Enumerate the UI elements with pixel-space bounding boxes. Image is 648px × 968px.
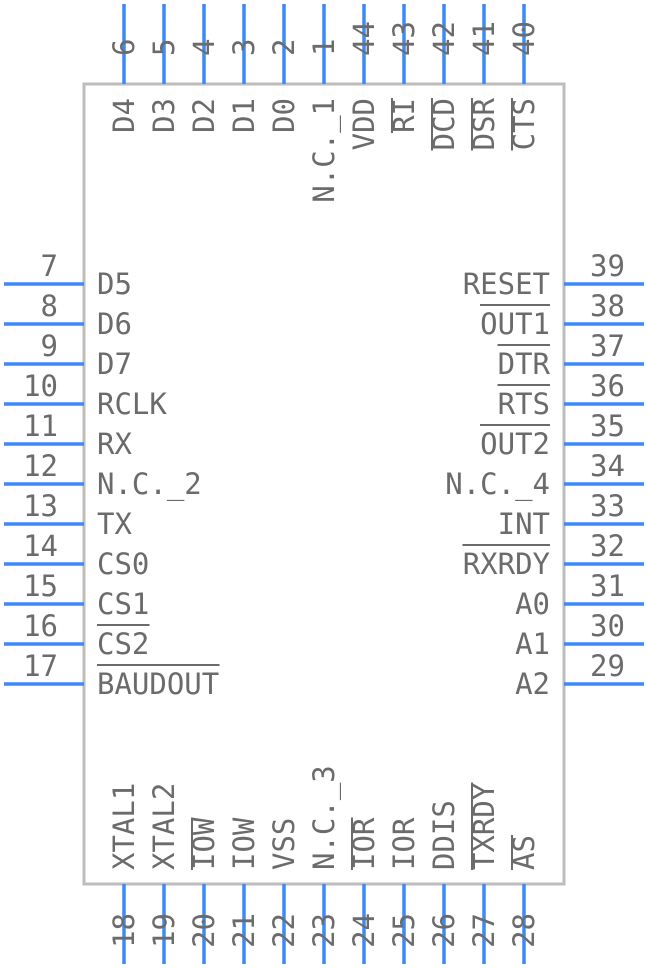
pin-27-number: 27 — [467, 913, 501, 948]
pin-21-number: 21 — [227, 913, 261, 948]
pin-29-label: A2 — [515, 667, 550, 701]
pin-23-number: 23 — [307, 913, 341, 948]
pin-19-label: XTAL2 — [147, 783, 181, 870]
pin-16-number: 16 — [23, 609, 58, 643]
pin-41-number: 41 — [467, 21, 501, 56]
pins-layer: 6D45D34D23D12D01N.C._144VDD43RI42DCD41DS… — [4, 4, 644, 964]
pin-30-number: 30 — [590, 609, 625, 643]
pin-17-label: BAUDOUT — [97, 667, 219, 701]
pin-14-label: CS0 — [97, 547, 149, 581]
pin-1-label: N.C._1 — [307, 98, 342, 203]
pin-33-label: INT — [498, 507, 550, 541]
pin-35-label: OUT2 — [480, 427, 550, 461]
pin-16-label: CS2 — [97, 627, 149, 661]
pin-38-label: OUT1 — [480, 307, 550, 341]
pin-37-number: 37 — [590, 329, 625, 363]
pin-18-number: 18 — [107, 913, 141, 948]
pin-39-number: 39 — [590, 249, 625, 283]
pin-17-number: 17 — [23, 649, 58, 683]
pin-29-number: 29 — [590, 649, 625, 683]
pin-8-number: 8 — [41, 289, 58, 323]
pin-28-number: 28 — [507, 913, 541, 948]
pin-6-number: 6 — [107, 39, 141, 56]
pin-30-label: A1 — [515, 627, 550, 661]
pin-38-number: 38 — [590, 289, 625, 323]
pin-34-label: N.C._4 — [445, 467, 550, 502]
pin-34-number: 34 — [590, 449, 625, 483]
pin-15-number: 15 — [23, 569, 58, 603]
pin-21-label: IOW — [227, 817, 261, 870]
pin-22-number: 22 — [267, 913, 301, 948]
pin-15-label: CS1 — [97, 587, 149, 621]
pin-4-number: 4 — [187, 39, 221, 56]
pin-13-number: 13 — [23, 489, 58, 523]
pin-7-number: 7 — [41, 249, 58, 283]
pin-37-label: DTR — [498, 347, 551, 381]
pin-39-label: RESET — [463, 267, 550, 301]
pin-23-label: N.C._3 — [307, 765, 342, 870]
pin-11-number: 11 — [23, 409, 58, 443]
pin-5-number: 5 — [147, 39, 181, 56]
pin-12-label: N.C._2 — [97, 467, 202, 502]
pin-35-number: 35 — [590, 409, 625, 443]
pin-25-label: IOR — [387, 817, 421, 870]
pin-9-label: D7 — [97, 347, 132, 381]
pin-9-number: 9 — [41, 329, 58, 363]
pin-13-label: TX — [97, 507, 132, 541]
pin-36-label: RTS — [498, 387, 550, 421]
pin-10-label: RCLK — [97, 387, 167, 421]
pin-6-label: D4 — [107, 98, 141, 133]
pin-10-number: 10 — [23, 369, 58, 403]
pin-19-number: 19 — [147, 913, 181, 948]
pin-2-number: 2 — [267, 39, 301, 56]
pin-8-label: D6 — [97, 307, 132, 341]
pin-2-label: D0 — [267, 98, 301, 133]
pin-18-label: XTAL1 — [107, 783, 141, 870]
pin-44-number: 44 — [347, 21, 381, 56]
pin-1-number: 1 — [307, 39, 341, 56]
pin-20-number: 20 — [187, 913, 221, 948]
pin-25-number: 25 — [387, 913, 421, 948]
pin-40-number: 40 — [507, 21, 541, 56]
pin-5-label: D3 — [147, 98, 181, 133]
pin-12-number: 12 — [23, 449, 58, 483]
pin-31-label: A0 — [515, 587, 550, 621]
pin-26-number: 26 — [427, 913, 461, 948]
pin-14-number: 14 — [23, 529, 58, 563]
pin-36-number: 36 — [590, 369, 625, 403]
pin-32-label: RXRDY — [463, 547, 550, 581]
pin-32-number: 32 — [590, 529, 625, 563]
pin-3-label: D1 — [227, 98, 261, 133]
pin-26-label: DDIS — [427, 800, 461, 870]
pin-33-number: 33 — [590, 489, 625, 523]
pin-3-number: 3 — [227, 39, 261, 56]
pin-31-number: 31 — [590, 569, 625, 603]
pin-7-label: D5 — [97, 267, 132, 301]
pin-11-label: RX — [97, 427, 132, 461]
pin-44-label: VDD — [347, 98, 381, 150]
pin-22-label: VSS — [267, 818, 301, 870]
pin-42-number: 42 — [427, 21, 461, 56]
pin-24-number: 24 — [347, 913, 381, 948]
pin-43-number: 43 — [387, 21, 421, 56]
pin-4-label: D2 — [187, 98, 221, 133]
